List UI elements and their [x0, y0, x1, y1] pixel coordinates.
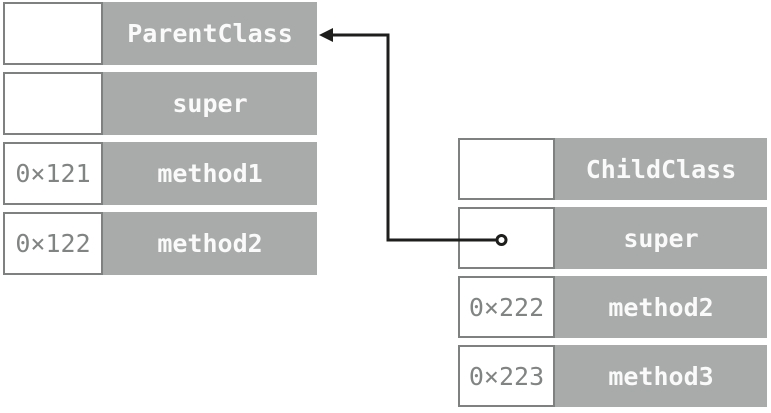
address-cell: 0×121 [3, 142, 103, 205]
parent-row-method2: 0×122 method2 [3, 212, 317, 275]
method-cell: method1 [103, 142, 317, 205]
address-cell [3, 72, 103, 135]
super-pointer-cell [458, 207, 555, 269]
child-class-table: ChildClass super 0×222 method2 0×223 met… [458, 138, 767, 407]
child-row-method2: 0×222 method2 [458, 276, 767, 338]
parent-class-table: ParentClass super 0×121 method1 0×122 me… [3, 2, 317, 275]
super-slot-cell: super [103, 72, 317, 135]
child-row-header: ChildClass [458, 138, 767, 200]
method-cell: method3 [555, 345, 767, 407]
address-cell: 0×122 [3, 212, 103, 275]
address-cell: 0×223 [458, 345, 555, 407]
class-name-cell: ParentClass [103, 2, 317, 65]
super-slot-cell: super [555, 207, 767, 269]
method-cell: method2 [555, 276, 767, 338]
child-row-super: super [458, 207, 767, 269]
parent-row-header: ParentClass [3, 2, 317, 65]
address-cell [3, 2, 103, 65]
parent-row-method1: 0×121 method1 [3, 142, 317, 205]
parent-row-super: super [3, 72, 317, 135]
address-cell: 0×222 [458, 276, 555, 338]
method-cell: method2 [103, 212, 317, 275]
class-name-cell: ChildClass [555, 138, 767, 200]
child-row-method3: 0×223 method3 [458, 345, 767, 407]
address-cell [458, 138, 555, 200]
arrowhead-icon [319, 28, 333, 42]
